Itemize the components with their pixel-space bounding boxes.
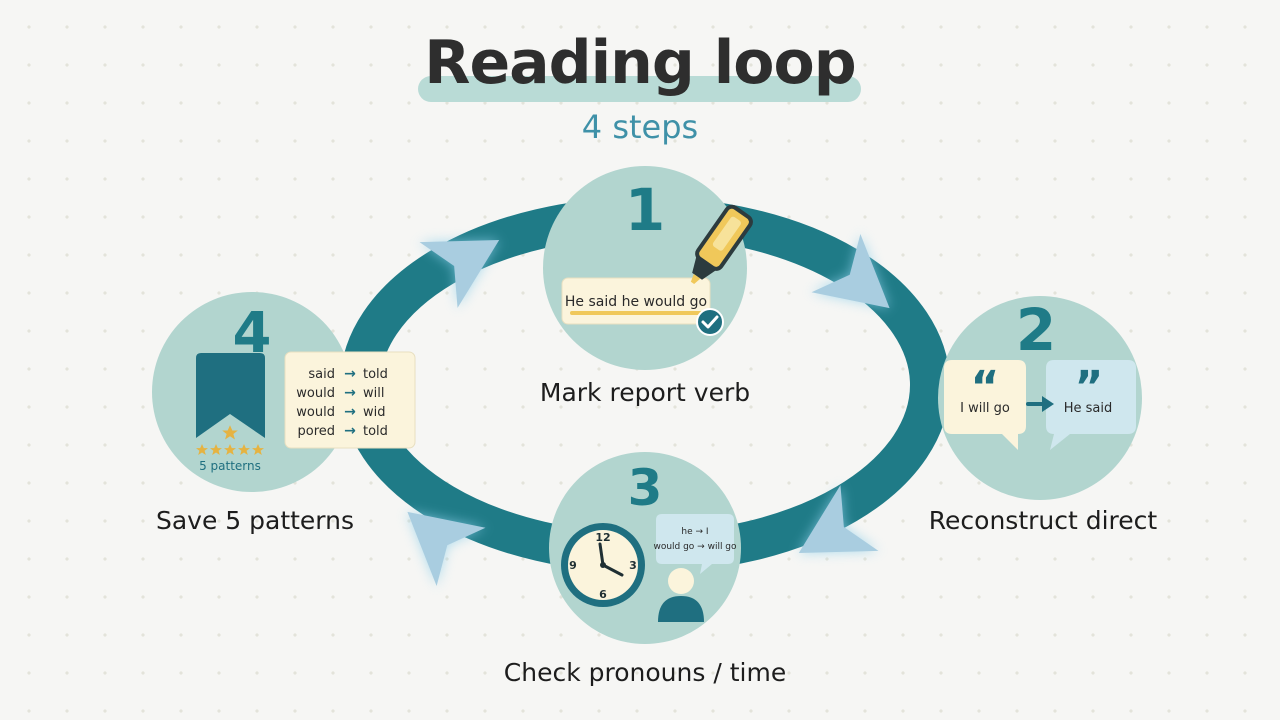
step-1-node: 1 He said he would go [543,166,753,370]
step-3-number: 3 [628,459,663,517]
pattern-from: would [296,405,335,420]
star-icon [252,444,264,455]
step-4-pattern-card [284,351,416,449]
cycle-arrow-bottom-right [798,485,879,553]
step-2-number: 2 [1016,296,1056,364]
clock-number: 3 [629,559,637,572]
cycle-arrow-top-left [419,240,500,308]
step-2-left-bubble [944,360,1026,450]
bookmark-icon [196,353,265,438]
step-2-right-bubble [1046,360,1136,450]
star-icon [224,444,236,455]
step-1-label: Mark report verb [539,378,751,407]
step-3-label: Check pronouns / time [503,658,787,687]
pattern-list: said → told would → will would → wid pored → told [296,366,388,439]
speech-bubble-icon: he → I would go → will go [653,514,737,574]
open-quote-icon: “ [971,362,1000,413]
pattern-arrow-icon: → [344,423,356,439]
star-icon [210,444,222,455]
step-2-node: 2 “ I will go ” He said [938,296,1142,500]
step-2-right-text: He said [1064,401,1113,416]
arrow-right-icon [1026,396,1054,412]
pattern-to: told [363,367,388,382]
step-1-note-text: He said he would go [565,294,707,310]
star-icon [196,444,208,455]
pattern-arrow-icon: → [344,385,356,401]
clock-number: 12 [595,531,610,544]
step-4-node: 4 5 patterns said→toldwould→willwould→wi… [152,292,416,492]
highlighter-icon [690,204,753,284]
step-4-label: Save 5 patterns [155,506,355,535]
page-title: Reading loop [424,28,856,98]
step-3-bubble-line: he → I [681,527,708,537]
title-highlight [418,76,861,102]
step-1-number: 1 [625,176,665,244]
pattern-arrow-icon: → [344,366,356,382]
pattern-from: would [296,386,335,401]
clock-number: 6 [599,588,607,601]
person-icon [658,568,704,622]
step-2-left-text: I will go [960,401,1010,416]
star-icon [238,444,250,455]
clock-icon: 12 3 6 9 [561,523,645,607]
pattern-from: said [308,367,335,382]
step-3-node: 3 12 3 6 9 he → I would go → will go [549,452,741,644]
step-2-label: Reconstruct direct [928,506,1158,535]
page-subtitle: 4 steps [581,108,699,146]
star-icon [222,425,238,440]
step-4-badge-caption: 5 patterns [199,459,261,473]
pattern-arrow-icon: → [344,404,356,420]
pattern-from: pored [297,424,335,439]
cycle-arrow-bottom-left [407,511,486,586]
check-circle-icon [696,308,724,336]
rating-stars [196,425,264,455]
cycle-arrow-top-right [811,234,890,309]
step-3-bubble-line: would go → will go [653,542,737,552]
pattern-to: will [363,386,384,401]
pattern-to: told [363,424,388,439]
close-quote-icon: ” [1075,362,1104,413]
clock-number: 9 [569,559,577,572]
pattern-to: wid [363,405,386,420]
